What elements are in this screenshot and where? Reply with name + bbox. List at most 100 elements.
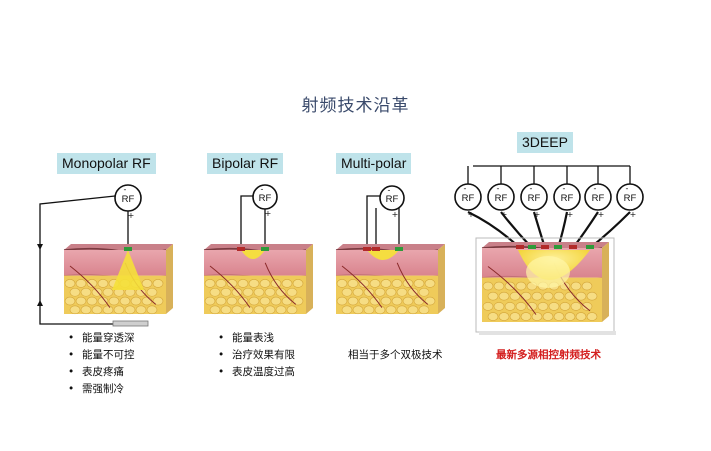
bipolar-wiring [240, 195, 266, 250]
minus-sign: - [388, 186, 391, 195]
rf-circle [616, 183, 644, 211]
bullet-item: 需强制冷 [68, 381, 135, 398]
fat-cell [152, 279, 164, 288]
fat-cell [253, 305, 265, 315]
fat-cell [352, 305, 364, 315]
bullet-item: 治疗效果有限 [218, 347, 295, 364]
bullet-item: 能量不可控 [68, 347, 135, 364]
bullet-item: 能量表浅 [218, 330, 295, 347]
plus-sign: + [598, 210, 605, 219]
fat-cell [141, 296, 153, 306]
rf-text: RF [122, 194, 135, 205]
fat-cell [336, 296, 348, 306]
3deep-rf: RF- + [454, 183, 482, 219]
fat-cell [124, 305, 136, 315]
electrode-pad [554, 245, 562, 249]
fat-cell [542, 312, 554, 321]
multipolar-rf: RF- + [379, 185, 405, 219]
fat-cell [75, 279, 87, 288]
monopolar-bullets: 能量穿透深 能量不可控 表皮疼痛 需强制冷 [68, 330, 135, 398]
fat-cell [259, 279, 271, 288]
3deep-rf: RF-+ [553, 183, 581, 219]
fat-cell [581, 281, 593, 291]
blood-vessel [209, 262, 297, 308]
fat-cell [407, 305, 419, 315]
rf-text: RF [561, 193, 574, 204]
fat-cell [482, 302, 494, 311]
fat-cell [487, 291, 499, 301]
fat-cell [553, 312, 565, 321]
fat-cell [509, 291, 521, 301]
fat-cell [396, 287, 408, 297]
fat-cell [113, 305, 125, 315]
3deep-rf: RF-+ [520, 183, 548, 219]
3deep-label: 3DEEP [517, 132, 573, 153]
fat-cell [281, 296, 293, 306]
electrode-pad [237, 247, 245, 251]
electrode-pad [569, 245, 577, 249]
page-title: 射频技术沿革 [301, 96, 410, 116]
fat-cell [515, 302, 527, 311]
fat-cell [264, 305, 276, 315]
fat-cell [526, 302, 538, 311]
fat-cell [482, 281, 494, 291]
fat-cell [548, 302, 560, 311]
fat-cell [270, 296, 282, 306]
monopolar-wiring [39, 195, 148, 325]
fat-cell [413, 279, 425, 288]
fat-cell [498, 291, 510, 301]
bipolar-label: Bipolar RF [207, 153, 284, 174]
rf-text: RF [386, 194, 399, 205]
minus-sign: - [261, 185, 264, 194]
plus-sign: + [392, 210, 399, 219]
fat-cell [146, 287, 158, 297]
multipolar-label: Multi-polar [336, 153, 412, 174]
fat-cell [380, 296, 392, 306]
fat-cell [385, 305, 397, 315]
fat-cell [97, 279, 109, 288]
fat-cell [292, 296, 304, 306]
minus-sign: - [464, 184, 467, 193]
rf-circle [252, 184, 278, 210]
fat-cell [209, 287, 221, 297]
fat-cell [135, 305, 147, 315]
fat-cell [402, 296, 414, 306]
multipolar-heat-zone [367, 250, 399, 260]
fat-cell [108, 296, 120, 306]
fat-cell [259, 296, 271, 306]
fat-cell [363, 305, 375, 315]
fat-cell [69, 287, 81, 297]
skin-side-face [602, 242, 609, 322]
fat-cell [358, 296, 370, 306]
fat-cell [347, 279, 359, 288]
monopolar-label: Monopolar RF [57, 153, 156, 174]
fat-cell [86, 296, 98, 306]
fat-cell [97, 296, 109, 306]
fat-cell [286, 305, 298, 315]
rf-text: RF [624, 193, 637, 204]
ground-pad [112, 320, 149, 327]
fat-cell [531, 291, 543, 301]
fat-cell [226, 279, 238, 288]
fat-cell [374, 305, 386, 315]
fat-cell [504, 281, 516, 291]
minus-sign: - [563, 184, 566, 193]
rf-text: RF [462, 193, 475, 204]
fat-cell [91, 305, 103, 315]
blood-vessel [341, 262, 429, 308]
fat-cell [220, 305, 232, 315]
minus-sign: - [626, 184, 629, 193]
fat-cell [586, 291, 598, 301]
plus-sign: + [468, 210, 475, 219]
3deep-rf: RF-+ [584, 183, 612, 219]
fat-cell [418, 305, 430, 315]
fat-cell [509, 312, 521, 321]
fat-cell [86, 279, 98, 288]
fat-cell [487, 312, 499, 321]
monopolar-rf: RF-+ [114, 184, 142, 220]
fat-cell [352, 287, 364, 297]
rf-circle [520, 183, 548, 211]
fat-cell [542, 291, 554, 301]
fat-cell [570, 302, 582, 311]
